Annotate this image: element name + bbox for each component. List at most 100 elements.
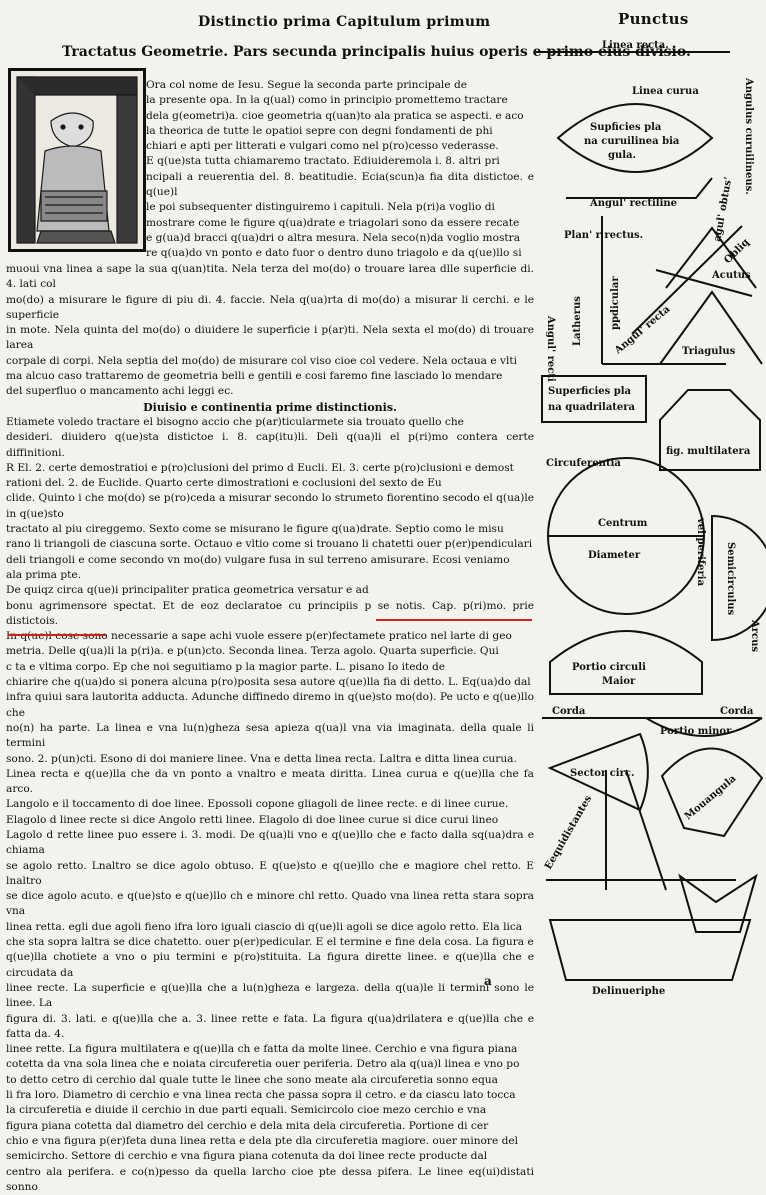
section-line: che sta sopra laltra se dice chatetto. o… bbox=[6, 936, 534, 949]
diagrams-svg: Linea recta. Linea curua Supficies pla n… bbox=[536, 40, 766, 997]
label-superficies-quadri: Superficies pla bbox=[548, 386, 632, 397]
section-line: linea retta. egli due agoli fieno ifra l… bbox=[6, 920, 523, 933]
intro-line: la theorica de tutte le opatioi sepre co… bbox=[146, 124, 493, 137]
label-equidistantes: Eequidistantes bbox=[543, 793, 594, 871]
geometry-diagrams-margin: Linea recta. Linea curua Supficies pla n… bbox=[536, 30, 766, 998]
label-superficies: Supficies pla bbox=[590, 122, 662, 133]
label-superficies: gula. bbox=[608, 150, 636, 161]
label-semicirculus: Semicirculus bbox=[725, 542, 736, 616]
label-planus-rectus: Plan' r rectus. bbox=[564, 230, 643, 241]
running-header: Distinctio prima Capitulum primum bbox=[198, 14, 491, 30]
intro-line: chiari e apti per litterati e vulgari co… bbox=[146, 140, 499, 153]
label-superficies: na curuilinea bia bbox=[584, 136, 680, 147]
section-line: Langolo e il toccamento di doe linee. Ep… bbox=[6, 798, 509, 811]
section-line: Etiamete voledo tractare el bisogno acci… bbox=[6, 415, 464, 428]
intro-line: Ora col nome de Iesu. Segue la seconda p… bbox=[146, 79, 467, 91]
section-line: desideri. diuidero q(ue)sta distictoe i.… bbox=[6, 431, 534, 459]
label-superficies-quadri: na quadrilatera bbox=[548, 402, 636, 413]
section-line: cotetta da vna sola linea che e noiata c… bbox=[6, 1058, 520, 1071]
label-sector: Sector circ. bbox=[570, 768, 634, 779]
label-portio-circuli: Portio circuli bbox=[572, 662, 646, 673]
intro-line: E q(ue)sta tutta chiamaremo tractato. Ed… bbox=[146, 155, 500, 168]
label-periferia: vel periferia bbox=[695, 517, 706, 587]
section-line: semicircho. Settore di cerchio e vna fig… bbox=[6, 1150, 488, 1163]
label-angul-rectiline: Angul' rectiline bbox=[589, 198, 677, 209]
signature-mark: a bbox=[484, 974, 492, 988]
section-line: c ta e vltima corpo. Ep che noi seguitia… bbox=[6, 660, 446, 673]
historiated-initial-image bbox=[8, 68, 146, 252]
label-corda2: Corda bbox=[720, 706, 754, 717]
body-line: corpale di corpi. Nela septia del mo(do)… bbox=[6, 354, 518, 367]
running-header-right: Punctus bbox=[618, 10, 689, 28]
section-line: tractato al piu cireggemo. Sexto come se… bbox=[6, 523, 504, 536]
label-acutus: Acutus bbox=[711, 270, 751, 281]
label-linea-curua: Linea curua bbox=[632, 86, 699, 97]
section-line: metria. Delle q(ua)li la p(ri)a. e p(un)… bbox=[6, 645, 499, 658]
intro-line: re q(ua)do vn ponto e dato fuor o dentro… bbox=[146, 247, 522, 260]
label-angulus-curuilineus: Angulus curuilineus. bbox=[743, 77, 754, 195]
section-line: chio e vna figura p(er)feta duna linea r… bbox=[6, 1134, 519, 1147]
section-line: Lagolo d rette linee puo essere i. 3. mo… bbox=[6, 828, 534, 857]
section-line: bonu agrimensore spectat. Et de eoz decl… bbox=[6, 599, 534, 627]
section-line: Linea recta e q(ue)lla che da vn ponto a… bbox=[6, 767, 534, 796]
intro-line: la presente opa. In la q(ual) como in pr… bbox=[146, 94, 508, 107]
intro-line: le poi subsequenter distinguiremo i capi… bbox=[146, 201, 495, 214]
label-arcus: Arcus bbox=[749, 619, 760, 652]
label-triangulus: Triagulus bbox=[682, 346, 736, 357]
section-line: Elagolo d linee recte si dice Angolo ret… bbox=[6, 813, 499, 826]
body-line: muoui vna linea a sape la sua q(uan)tita… bbox=[6, 263, 534, 291]
label-perpendicular: ppdicular bbox=[610, 276, 621, 330]
body-paragraph: muoui vna linea a sape la sua q(uan)tita… bbox=[6, 262, 534, 1195]
section-line: rano li triangoli de ciascuna sorte. Oct… bbox=[6, 538, 533, 551]
intro-line: mostrare come le figure q(ua)drate e tri… bbox=[146, 216, 520, 229]
body-line: del superfluo o mancamento achi leggi ec… bbox=[6, 385, 234, 398]
section-line: figura piana cotetta dal diametro del ce… bbox=[6, 1119, 489, 1132]
section-line: infra quiui sara lautorita adducta. Adun… bbox=[6, 691, 534, 719]
section-line: sono. 2. p(un)cti. Esono di doi maniere … bbox=[6, 752, 517, 765]
intro-line: ncipali a reuerentia del. 8. beatitudie.… bbox=[146, 170, 534, 199]
label-centrum: Centrum bbox=[598, 518, 648, 529]
section-line: centro ala perifera. e co(n)pesso da que… bbox=[6, 1165, 534, 1193]
label-angul-recta: Angul' recta bbox=[612, 304, 673, 357]
label-mouangula: Mouangula bbox=[683, 773, 739, 822]
body-line: in mote. Nela quinta del mo(do) o diuide… bbox=[6, 324, 534, 352]
label-diameter: Diameter bbox=[588, 550, 641, 561]
section-line: se dice agolo acuto. e q(ue)sto e q(ue)l… bbox=[6, 890, 534, 918]
intro-paragraph: Ora col nome de Iesu. Segue la seconda p… bbox=[6, 78, 534, 262]
section-line: li fra loro. Diametro di cerchio e vna l… bbox=[6, 1089, 516, 1102]
section-line: clide. Quinto i che mo(do) se p(ro)ceda … bbox=[6, 492, 534, 520]
section-line: De quiqz circa q(ue)i principaliter prat… bbox=[6, 584, 369, 597]
label-angulus-recto: Angul' recti bbox=[545, 315, 556, 382]
intro-line: dela g(eometri)a. cioe geometria q(uan)t… bbox=[146, 109, 524, 122]
body-line: mo(do) a misurare le figure di piu di. 4… bbox=[6, 293, 534, 321]
section-line: R El. 2. certe demostratioi e p(ro)clusi… bbox=[6, 461, 514, 474]
label-portio-circuli: Maior bbox=[602, 676, 636, 687]
section-line: In q(ue)l cose sono necessarie a sape ac… bbox=[6, 630, 512, 643]
section-line: to detto cetro di cerchio dal quale tutt… bbox=[6, 1073, 498, 1086]
intro-line: e g(ua)d bracci q(ua)dri o altra mesura.… bbox=[146, 231, 521, 244]
section-line: rationi del. 2. de Euclide. Quarto certe… bbox=[6, 477, 442, 490]
red-underline bbox=[376, 619, 532, 621]
section-line: chiarire che q(ua)do si ponera alcuna p(… bbox=[6, 676, 531, 689]
red-underline bbox=[8, 634, 106, 636]
section-line: figura di. 3. lati. e q(ue)lla che a. 3.… bbox=[6, 1012, 534, 1040]
label-fig-multilatera: fig. multilatera bbox=[666, 446, 751, 457]
label-portio-minor: Portio minor bbox=[660, 726, 732, 737]
label-latherus: Latherus bbox=[572, 296, 583, 346]
section-line: q(ue)lla chotiete a vno o piu termini e … bbox=[6, 951, 534, 979]
section-title: Diuisio e continentia prime distinctioni… bbox=[143, 400, 397, 414]
section-line: linee rette. La figura multilatera e q(u… bbox=[6, 1043, 518, 1056]
author-woodcut-icon bbox=[11, 71, 143, 249]
section-line: no(n) ha parte. La linea e vna lu(n)ghez… bbox=[6, 721, 534, 750]
treatise-subheading: Tractatus Geometrie. Pars secunda princi… bbox=[62, 44, 691, 60]
label-delinueriphe: Delinueriphe bbox=[592, 986, 665, 997]
section-line: la circuferetia e diuide il cerchio in d… bbox=[6, 1104, 487, 1117]
label-obtusus: agul' obtus' bbox=[712, 176, 734, 242]
label-corda: Corda bbox=[552, 706, 586, 717]
body-line: ma alcuo caso trattaremo de geometria be… bbox=[6, 370, 503, 383]
label-circuferentia: Circuferentia bbox=[546, 458, 621, 469]
label-linea-recta: Linea recta. bbox=[602, 40, 669, 51]
section-line: deli triangoli e come secondo vn mo(do) … bbox=[6, 553, 510, 566]
section-line: linee recte. La superficie e q(ue)lla ch… bbox=[6, 981, 534, 1010]
section-line: ala prima pte. bbox=[6, 568, 82, 581]
